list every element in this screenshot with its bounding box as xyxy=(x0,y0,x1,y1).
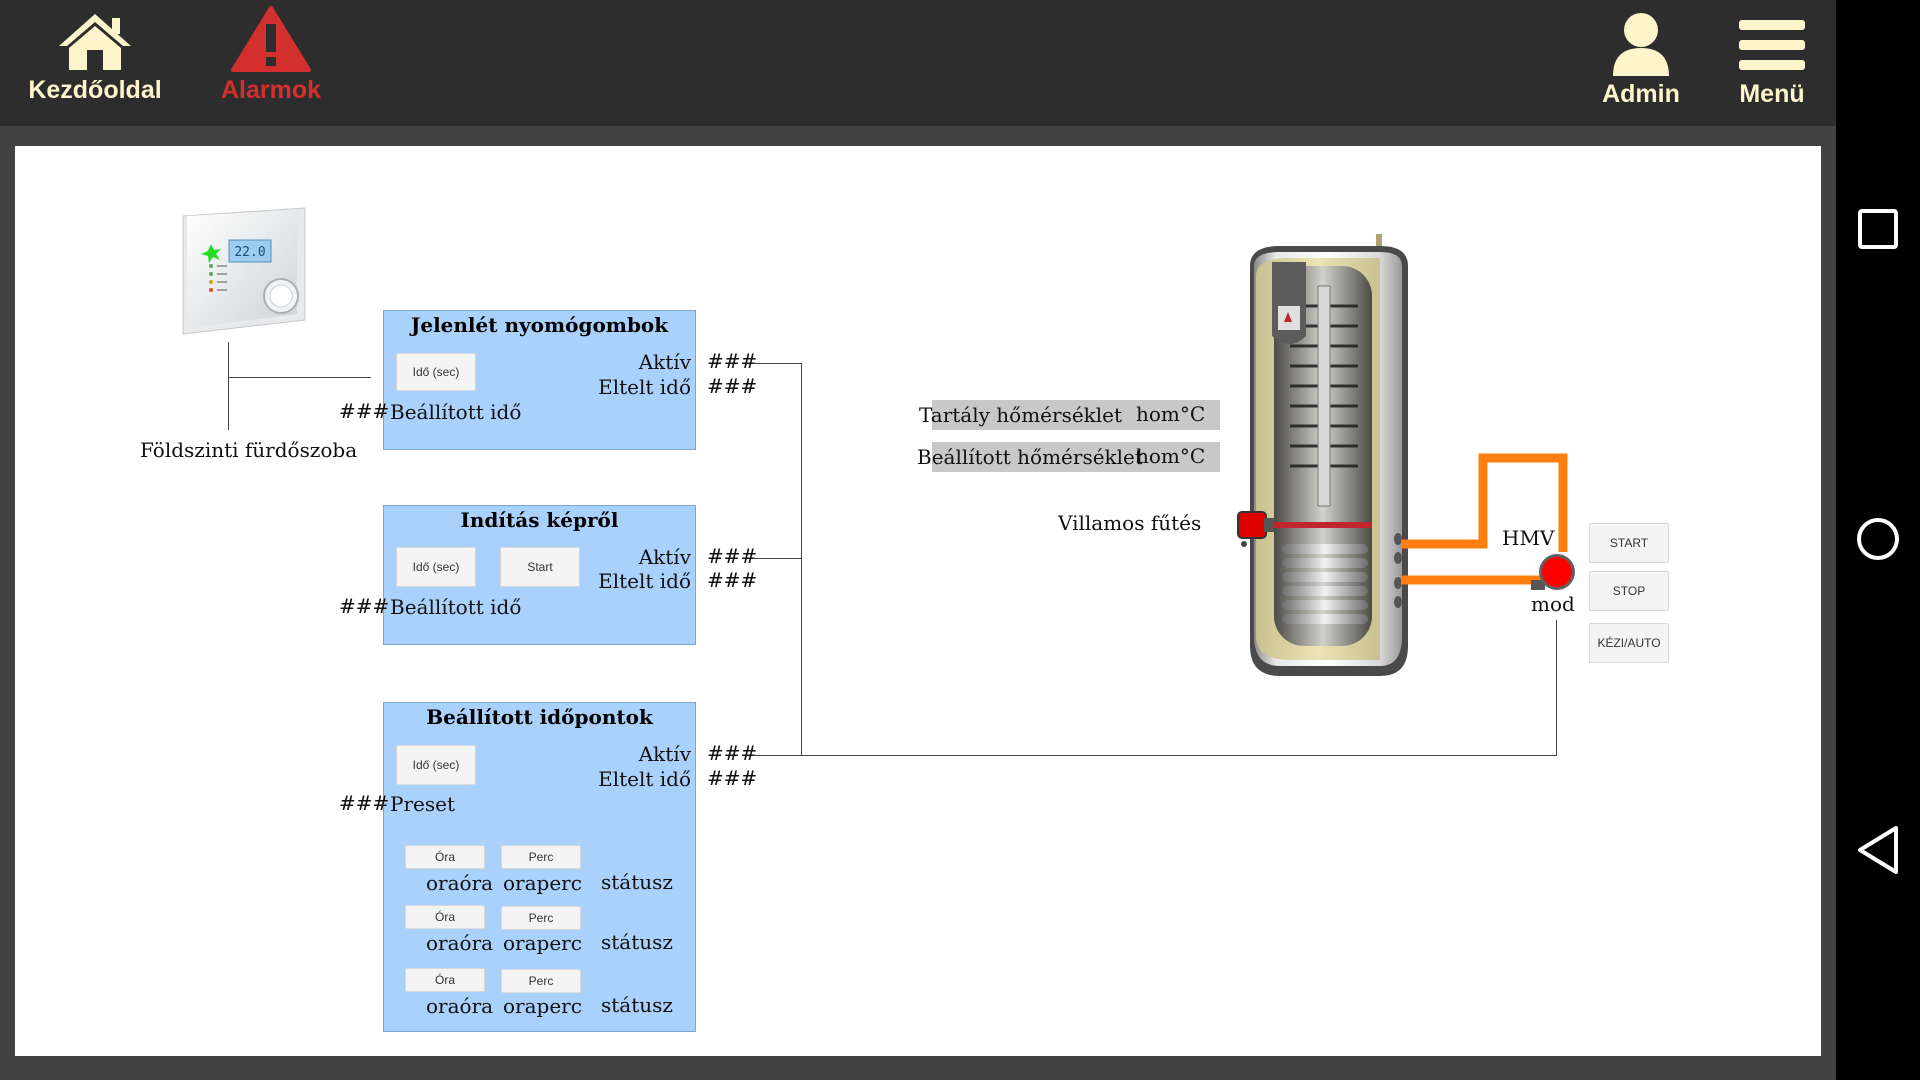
tank-temp-label: Tartály hőmérséklet xyxy=(919,403,1123,427)
set-temp-label: Beállított hőmérséklet xyxy=(917,445,1143,469)
hour-value: oraóra xyxy=(426,871,494,895)
home-icon xyxy=(59,14,131,70)
hour-button[interactable]: Óra xyxy=(405,968,485,992)
active-label: Aktív xyxy=(638,350,691,374)
elapsed-label: Eltelt idő xyxy=(598,375,691,399)
hmi-canvas: 22.0 Földszinti fürdőszoba Jelenlét nyom… xyxy=(15,146,1821,1056)
elapsed-label: Eltelt idő xyxy=(598,767,691,791)
set-temp-value: hom°C xyxy=(1136,444,1206,468)
active-value: ### xyxy=(707,349,758,373)
connector-line xyxy=(753,558,801,559)
pump-mode-label: mod xyxy=(1531,592,1575,616)
thermostat-connector-vertical xyxy=(228,342,229,430)
thermostat-connector-horizontal xyxy=(228,377,371,378)
hamburger-menu-icon xyxy=(1739,20,1805,70)
electric-heater-icon xyxy=(1237,511,1267,539)
electric-heater-label: Villamos fűtés xyxy=(1058,511,1202,535)
panel-title: Beállított időpontok xyxy=(426,705,653,729)
alarms-button[interactable]: Alarmok xyxy=(204,0,338,126)
minute-value: oraperc xyxy=(503,931,582,955)
user-icon xyxy=(1613,13,1669,76)
minute-button[interactable]: Perc xyxy=(501,906,581,930)
active-value: ### xyxy=(707,544,758,568)
start-from-screen-panel: Indítás képről Idő (sec) Start Aktív Elt… xyxy=(383,505,696,645)
square-icon xyxy=(1858,209,1898,249)
scheduled-times-panel: Beállított időpontok Idő (sec) Aktív Elt… xyxy=(383,702,696,1032)
top-navigation-bar: Kezdőoldal Alarmok Admin Menü xyxy=(0,0,1836,126)
minute-button[interactable]: Perc xyxy=(501,845,581,869)
connector-line xyxy=(801,363,802,756)
pump-stop-button[interactable]: STOP xyxy=(1589,571,1669,611)
elapsed-value: ### xyxy=(707,374,758,398)
status-value: státusz xyxy=(601,993,673,1017)
elapsed-value: ### xyxy=(707,766,758,790)
manual-auto-button[interactable]: KÉZI/AUTO xyxy=(1589,623,1669,663)
set-time-value: ### xyxy=(339,399,390,423)
connector-line xyxy=(1556,620,1557,756)
active-label: Aktív xyxy=(638,742,691,766)
set-time-value: ### xyxy=(339,594,390,618)
elapsed-value: ### xyxy=(707,568,758,592)
hour-button[interactable]: Óra xyxy=(405,845,485,869)
home-system-button[interactable] xyxy=(1836,494,1920,584)
pump-name-label: HMV xyxy=(1502,526,1555,550)
connector-line xyxy=(753,755,1557,756)
admin-button[interactable]: Admin xyxy=(1584,0,1698,126)
menu-label: Menü xyxy=(1739,80,1805,108)
back-button[interactable] xyxy=(1836,805,1920,895)
minute-value: oraperc xyxy=(503,994,582,1018)
tank-temp-value: hom°C xyxy=(1136,402,1206,426)
recent-apps-button[interactable] xyxy=(1836,184,1920,274)
thermostat-device-icon: 22.0 xyxy=(182,207,306,335)
alarm-warning-icon xyxy=(231,6,311,72)
water-tank-icon xyxy=(1237,234,1408,676)
hour-button[interactable]: Óra xyxy=(405,905,485,929)
time-sec-button[interactable]: Idő (sec) xyxy=(396,353,476,391)
panel-title: Jelenlét nyomógombok xyxy=(410,313,669,337)
tank-temp-background xyxy=(932,400,1220,430)
presence-buttons-panel: Jelenlét nyomógombok Idő (sec) Aktív Elt… xyxy=(383,310,696,450)
hour-value: oraóra xyxy=(426,994,494,1018)
active-value: ### xyxy=(707,741,758,765)
elapsed-label: Eltelt idő xyxy=(598,569,691,593)
home-label: Kezdőoldal xyxy=(28,76,162,104)
panel-title: Indítás képről xyxy=(460,508,619,532)
minute-value: oraperc xyxy=(503,871,582,895)
time-sec-button[interactable]: Idő (sec) xyxy=(396,547,476,587)
pump-icon xyxy=(1531,554,1575,590)
preset-value: ### xyxy=(339,791,390,815)
set-temp-background xyxy=(932,442,1220,472)
circle-icon xyxy=(1857,518,1899,560)
room-label: Földszinti fürdőszoba xyxy=(140,438,358,462)
alarms-label: Alarmok xyxy=(220,76,322,104)
room-thermostat: 22.0 xyxy=(165,202,313,342)
circulation-pump[interactable] xyxy=(1529,550,1577,594)
preset-label: Preset xyxy=(390,792,455,816)
back-triangle-icon xyxy=(1858,826,1898,874)
minute-button[interactable]: Perc xyxy=(501,969,581,993)
status-value: státusz xyxy=(601,870,673,894)
hot-water-pipes xyxy=(1401,453,1568,585)
connector-line xyxy=(753,363,801,364)
hour-value: oraóra xyxy=(426,931,494,955)
status-value: státusz xyxy=(601,930,673,954)
hot-water-tank xyxy=(1230,226,1430,686)
set-time-label: Beállított idő xyxy=(390,595,522,619)
start-button[interactable]: Start xyxy=(500,547,580,587)
time-sec-button[interactable]: Idő (sec) xyxy=(396,745,476,785)
active-label: Aktív xyxy=(638,545,691,569)
admin-label: Admin xyxy=(1602,80,1680,108)
home-button[interactable]: Kezdőoldal xyxy=(22,0,168,126)
pump-start-button[interactable]: START xyxy=(1589,523,1669,563)
thermostat-display: 22.0 xyxy=(234,245,265,260)
set-time-label: Beállított idő xyxy=(390,400,522,424)
menu-button[interactable]: Menü xyxy=(1720,0,1824,126)
system-navigation-bar xyxy=(1836,0,1920,1080)
